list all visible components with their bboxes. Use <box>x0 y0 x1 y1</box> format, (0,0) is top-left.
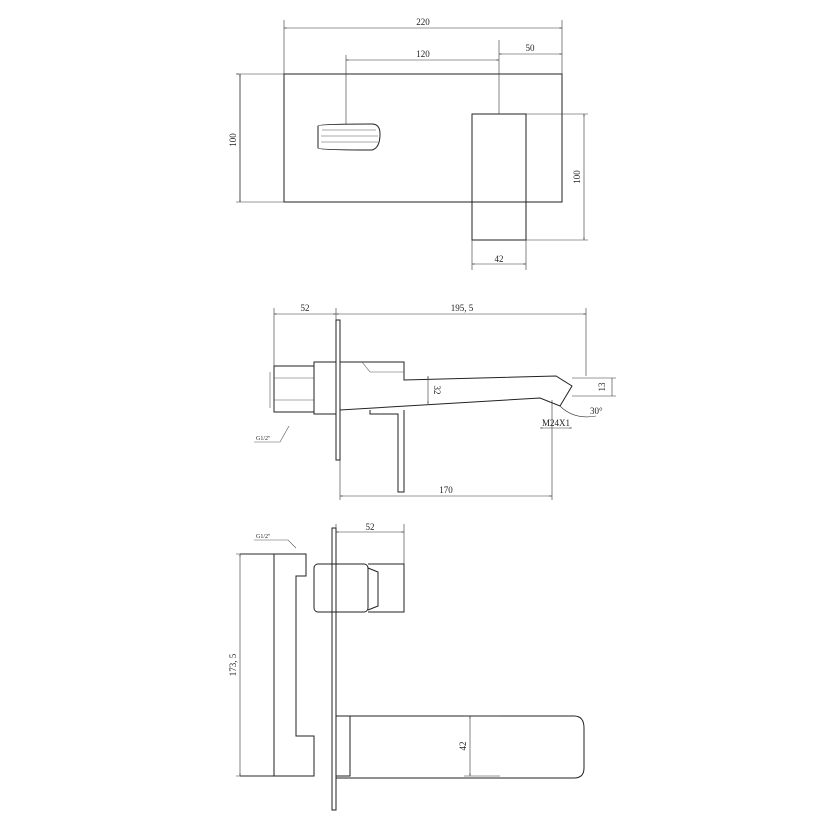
front-view: G1/2" 52 173, 5 42 <box>228 522 585 811</box>
dim-173-5: 173, 5 <box>228 653 238 676</box>
wall-plate-front <box>331 527 337 811</box>
dim-52-front: 52 <box>366 522 375 532</box>
dim-170: 170 <box>439 485 453 495</box>
dim-220: 220 <box>416 17 430 27</box>
side-view: G1/2" 52 195, 5 170 32 13 M24X1 30° <box>254 303 616 500</box>
dim-100-left: 100 <box>228 133 238 147</box>
spout-outlet <box>317 123 381 151</box>
dim-42: 42 <box>495 254 504 264</box>
wall-plate-outline <box>283 73 563 203</box>
aerator-thread-label: M24X1 <box>542 418 570 428</box>
dim-42-front: 42 <box>458 742 468 751</box>
lever-handle <box>471 113 527 241</box>
dim-195-5: 195, 5 <box>451 303 474 313</box>
spout-profile <box>339 361 573 411</box>
dim-50: 50 <box>526 43 536 53</box>
dim-120: 120 <box>416 49 430 59</box>
inlet-thread-label: G1/2" <box>256 436 271 442</box>
valve-body <box>273 365 315 413</box>
lever-profile <box>369 410 405 493</box>
lever-front <box>313 563 369 613</box>
dim-32: 32 <box>432 386 442 395</box>
dim-52: 52 <box>301 303 310 313</box>
angle-label: 30° <box>590 406 603 416</box>
dim-100-right: 100 <box>572 170 582 184</box>
front-inlet-thread-label: G1/2" <box>256 534 271 540</box>
spout-front <box>336 715 585 779</box>
wall-plate <box>335 319 341 461</box>
top-view: 220 120 50 100 100 42 <box>228 17 588 270</box>
dim-13: 13 <box>597 382 607 392</box>
valve-body-front <box>240 553 275 777</box>
